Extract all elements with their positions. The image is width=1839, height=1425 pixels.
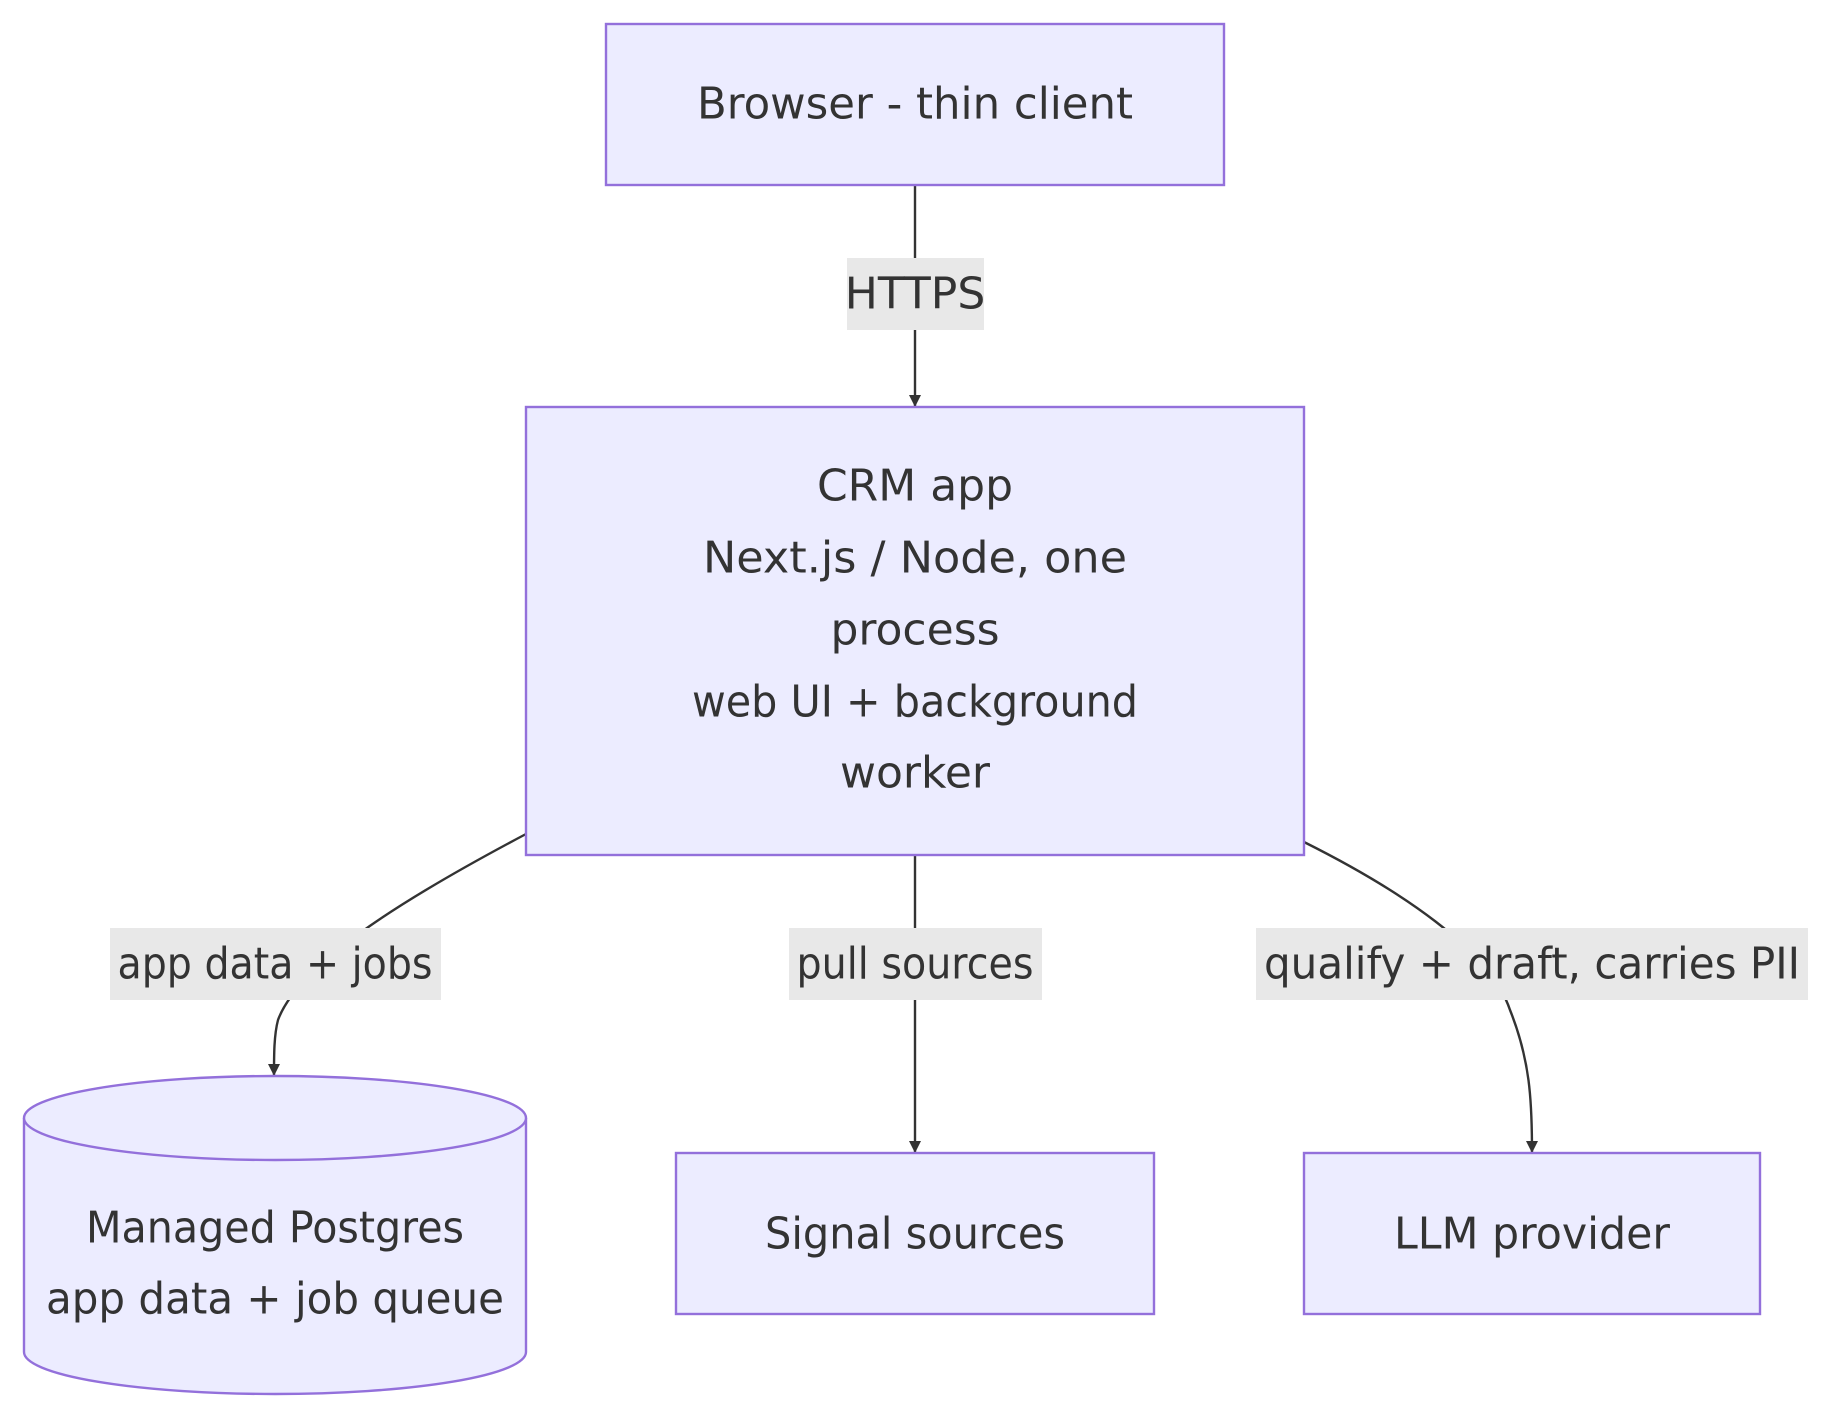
node-browser: Browser - thin client [604,22,1226,187]
node-signal-sources-label: Signal sources [765,1209,1065,1260]
node-llm-provider-label: LLM provider [1394,1209,1671,1260]
edge-label-qualify-draft: qualify + draft, carries PII [1256,928,1808,1000]
edge-label-https-text: HTTPS [845,269,986,320]
node-crm-app: CRM app Next.js / Node, one process web … [524,405,1306,857]
edge-label-https: HTTPS [845,258,986,330]
node-llm-provider: LLM provider [1302,1151,1762,1316]
node-postgres-cylinder: Managed Postgres app data + job queue [22,1074,528,1396]
edge-label-pull-sources: pull sources [789,928,1042,1000]
node-postgres-line-1: Managed Postgres [86,1203,464,1254]
edge-label-app-data-jobs-text: app data + jobs [118,939,433,990]
node-crm-app-line-3: process [830,605,999,656]
node-crm-app-line-5: worker [840,748,991,799]
node-browser-label: Browser - thin client [697,79,1133,130]
edge-label-qualify-draft-text: qualify + draft, carries PII [1264,939,1800,990]
node-crm-app-line-4: web UI + background [692,677,1138,728]
node-signal-sources: Signal sources [674,1151,1156,1316]
edge-label-pull-sources-text: pull sources [797,939,1034,990]
node-crm-app-line-2: Next.js / Node, one [703,533,1127,584]
node-postgres-line-2: app data + job queue [46,1274,504,1325]
edge-label-app-data-jobs: app data + jobs [110,928,441,1000]
node-crm-app-line-1: CRM app [817,461,1013,512]
